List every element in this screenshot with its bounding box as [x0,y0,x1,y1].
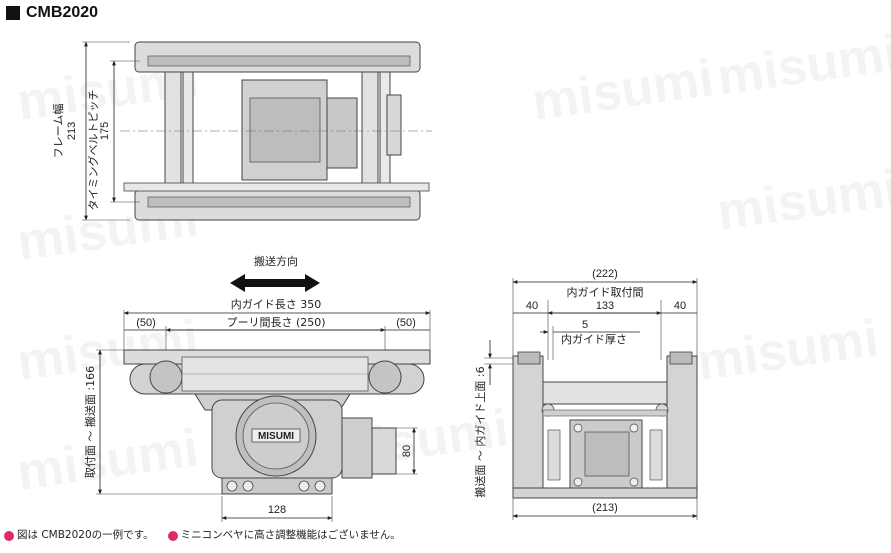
guide-thickness-value: 5 [582,319,588,331]
page-title: CMB2020 [26,4,99,21]
upper-belt [147,55,411,67]
motor-cap [371,427,397,475]
belt-pitch-value: 175 [99,122,111,140]
center-span: 133 [596,300,614,312]
motor-body-side [341,417,373,479]
watermark-group: misumi misumi misumi misumi misumi misum… [14,24,891,502]
front-view: 搬送方向 内ガイド長さ 350 プーリ間長さ (250) (50) (50) M… [83,254,431,522]
top-view: フレーム幅 213 タイミングベルトピッチ 175 [52,41,432,221]
right-guide [669,351,693,365]
side-base [512,487,698,499]
watermark: misumi [714,159,891,242]
left-side-frame [512,355,544,489]
watermark: misumi [529,49,717,132]
brand-plate-text: MISUMI [258,431,294,442]
side-view: (222) 内ガイド取付間 40 133 40 5 内ガイド厚さ [473,268,698,520]
frame-width-label: フレーム幅 [52,104,65,159]
footer-note-1: 図は CMB2020の一例です。 [17,529,154,541]
overall-width: (222) [592,268,618,280]
header: CMB2020 [6,4,98,22]
conveying-direction-label: 搬送方向 [254,254,298,268]
belt-roller [542,381,668,405]
footer-note-2: ミニコンベヤに高さ調整機能はございません。 [180,529,401,541]
frame-width-value: 213 [66,122,78,140]
inner-guide-length: 内ガイド長さ 350 [231,297,322,311]
side-base-width: (213) [592,502,618,514]
pin-icon [4,530,14,541]
left-pulley [149,360,183,394]
pin-icon [167,530,178,541]
header-square-icon [6,6,20,20]
guide-thickness-label: 内ガイド厚さ [561,332,627,346]
gear-head [326,97,358,169]
watermark: misumi [714,24,891,107]
front-height-label: 取付面 ～ 搬送面 :166 [83,366,97,478]
left-guide [517,351,541,365]
pulley-span: プーリ間長さ (250) [226,316,325,329]
footer-notes: 図は CMB2020の一例です。 ミニコンベヤに高さ調整機能はございません。 [4,527,401,542]
brand-plate [251,428,301,443]
watermark: misumi [14,419,202,502]
right-offset: (50) [396,317,416,329]
left-margin: 40 [526,300,538,312]
left-offset: (50) [136,317,156,329]
side-plate [386,94,402,156]
front-base-width: 128 [268,504,286,516]
motor-height: 80 [401,445,413,457]
direction-arrow-icon [230,274,320,292]
side-height-label: 搬送面 ～ 内ガイド上面 :6 [473,366,487,497]
right-pulley [368,360,402,394]
watermark: misumi [694,309,882,392]
guide-mount-pitch-label: 内ガイド取付間 [567,285,644,299]
right-side-frame [666,355,698,489]
right-margin: 40 [674,300,686,312]
motor-body [249,97,321,163]
belt-pitch-label: タイミングベルトピッチ [86,90,100,211]
lower-belt [147,196,411,208]
base-plate [123,182,430,192]
